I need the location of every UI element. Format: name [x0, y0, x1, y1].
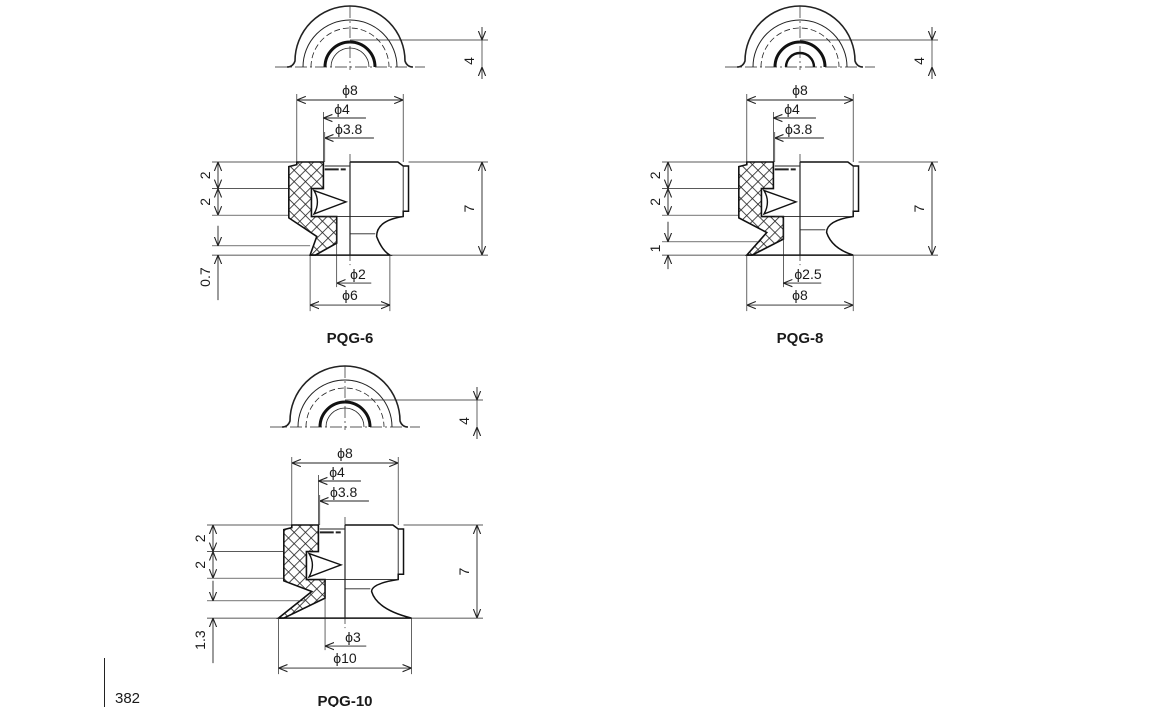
overall-height-label: 7	[456, 567, 472, 575]
overall-height-label: 7	[461, 204, 477, 212]
pad-diameter-label: ϕ8	[792, 287, 808, 303]
lip-height-label: 1	[647, 244, 663, 252]
overall-height-label: 7	[911, 204, 927, 212]
hole-diameter-label: ϕ3	[345, 629, 361, 645]
pad-diameter-label: ϕ6	[342, 287, 358, 303]
outer-diameter-label: ϕ8	[337, 445, 353, 461]
part-name-label: PQG-6	[327, 330, 374, 347]
top-view-height-label: 4	[911, 57, 927, 65]
inner-diameter-label: ϕ4	[334, 101, 350, 117]
top-view: 4	[270, 365, 483, 439]
outline-contour	[310, 161, 410, 256]
segment-height-label: 2	[197, 171, 213, 179]
lip-height-label: 0.7	[197, 267, 213, 287]
lip-height-label: 1.3	[192, 630, 208, 650]
cone-valve	[307, 552, 344, 579]
inner-diameter-label: ϕ4	[784, 101, 800, 117]
bore-diameter-label: ϕ3.8	[330, 484, 358, 500]
section-hatch	[288, 161, 338, 256]
top-view: 4	[725, 5, 938, 79]
hole-diameter-label: ϕ2	[350, 266, 366, 282]
top-view-height-label: 4	[456, 417, 472, 425]
page-number: 382	[115, 690, 141, 707]
cone-valve	[312, 189, 349, 216]
part-name-label: PQG-10	[317, 693, 372, 707]
segment-height-label: 2	[647, 171, 663, 179]
outline-contour	[278, 524, 412, 619]
bore-diameter-label: ϕ3.8	[785, 121, 813, 137]
section-hatch	[738, 161, 785, 256]
pad-diameter-label: ϕ10	[333, 650, 357, 666]
outline-contour	[746, 161, 860, 256]
flange-contour	[752, 19, 848, 68]
top-view-height-label: 4	[461, 57, 477, 65]
section-hatch	[276, 524, 326, 619]
page-margin-rule	[104, 658, 105, 707]
part-name-label: PQG-8	[777, 330, 824, 347]
hole-diameter-label: ϕ2.5	[794, 266, 822, 282]
segment-height-label: 2	[197, 198, 213, 206]
flange-contour	[302, 19, 398, 68]
outer-diameter-label: ϕ8	[792, 82, 808, 98]
segment-height-label: 2	[647, 198, 663, 206]
segment-height-label: 2	[192, 561, 208, 569]
flange-contour	[297, 379, 393, 428]
outer-diameter-label: ϕ8	[342, 82, 358, 98]
cone-valve	[762, 189, 799, 216]
bore-diameter-label: ϕ3.8	[335, 121, 363, 137]
segment-height-label: 2	[192, 534, 208, 542]
inner-diameter-label: ϕ4	[329, 464, 345, 480]
top-view: 4	[275, 5, 488, 79]
